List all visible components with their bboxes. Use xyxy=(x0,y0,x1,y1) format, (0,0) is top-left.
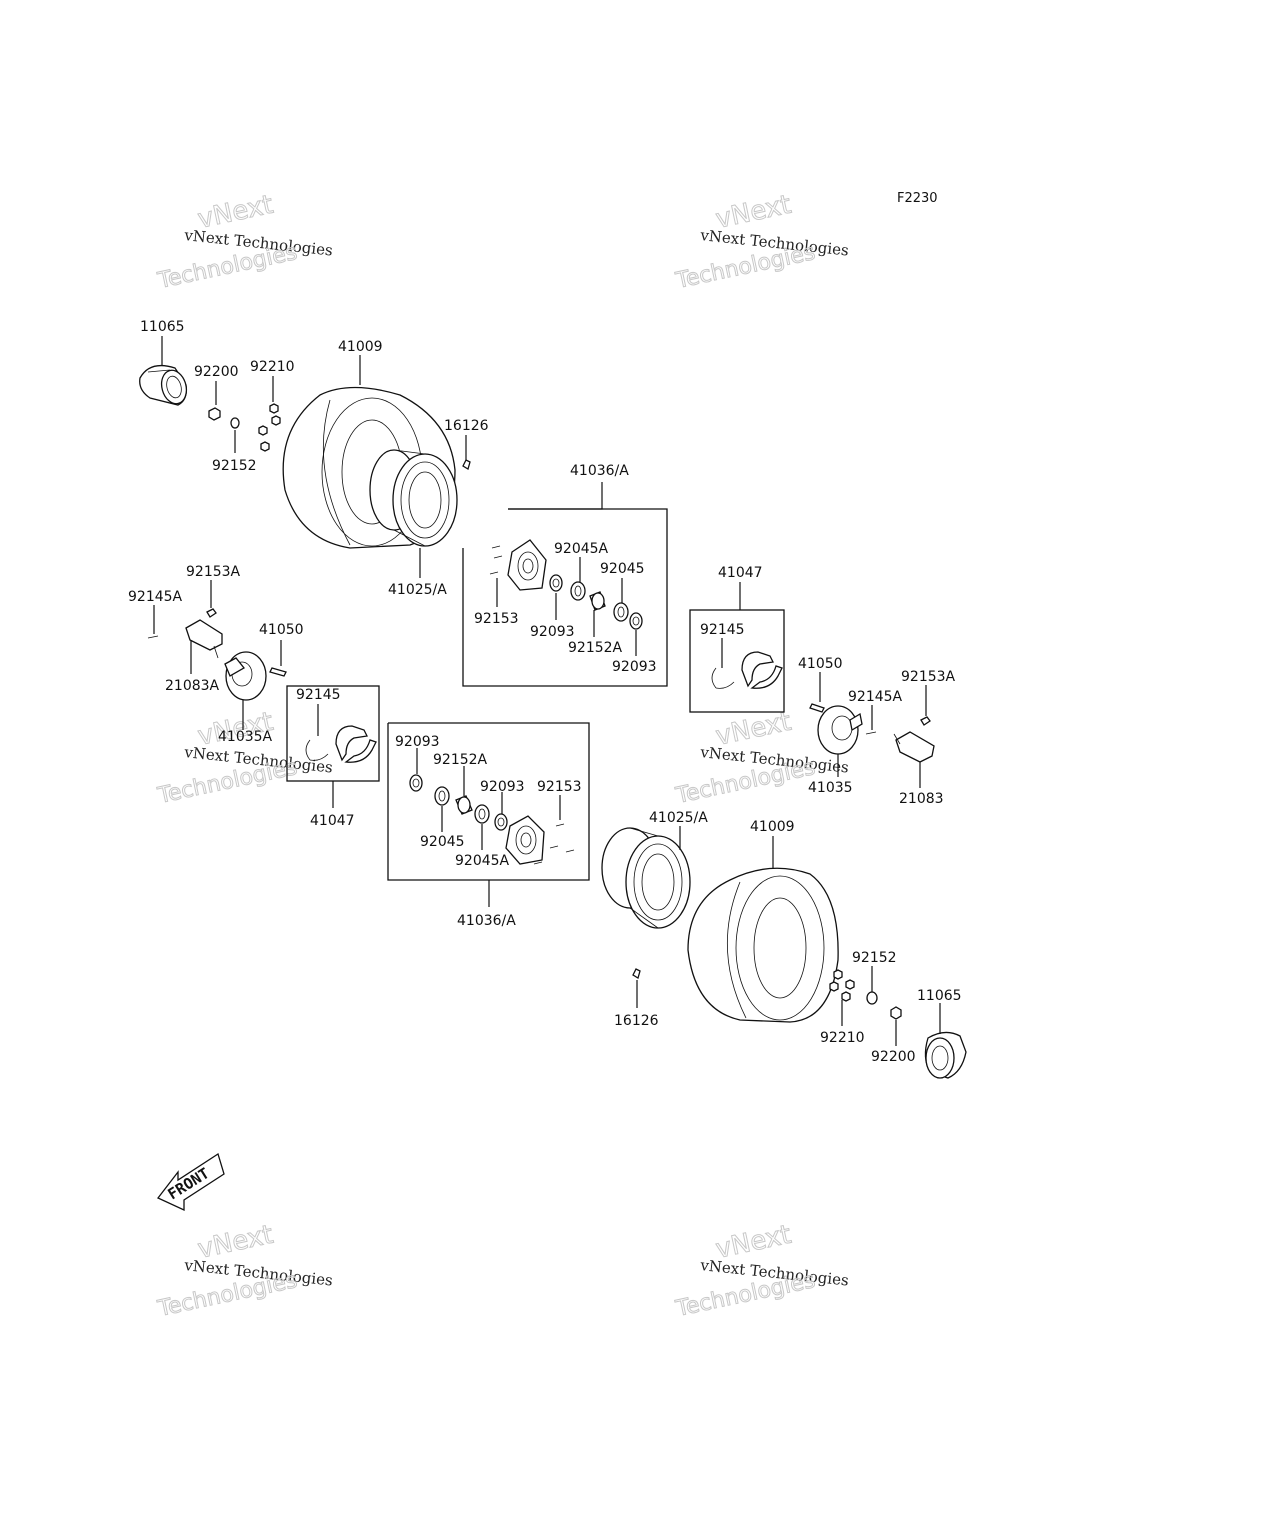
brake-shoes-right xyxy=(711,651,783,689)
label-92093-b2: 92093 xyxy=(480,779,525,795)
watermark-top-left: vNext vNext Technologies Technologies xyxy=(155,189,334,294)
pin-92145A-right xyxy=(865,731,877,735)
seal-92093-b2 xyxy=(494,813,508,831)
label-41025-top: 41025/A xyxy=(388,582,447,598)
label-21083A: 21083A xyxy=(165,678,220,694)
hub-41036-bottom xyxy=(505,815,545,865)
label-92153-top: 92153 xyxy=(474,611,519,627)
label-11065-bottom: 11065 xyxy=(917,988,962,1004)
label-41036-top: 41036/A xyxy=(570,463,629,479)
label-41047-right: 41047 xyxy=(718,565,763,581)
label-92152A-top: 92152A xyxy=(568,640,623,656)
label-92093-top1: 92093 xyxy=(530,624,575,640)
label-41050-left: 41050 xyxy=(259,622,304,638)
bearing-92045-top xyxy=(613,602,629,622)
washer-92152-top xyxy=(230,417,240,429)
spacer-92152A-top xyxy=(589,591,606,611)
label-92152-top: 92152 xyxy=(212,458,257,474)
nut-92200-top xyxy=(208,407,221,421)
label-92145-left: 92145 xyxy=(296,687,341,703)
label-92045-top: 92045 xyxy=(600,561,645,577)
label-92145-right: 92145 xyxy=(700,622,745,638)
bolt-92153A-left xyxy=(206,608,217,618)
pin-92145A-left xyxy=(147,635,159,639)
nuts-92210-bottom xyxy=(829,969,855,1002)
label-92093-b1: 92093 xyxy=(395,734,440,750)
label-11065-top: 11065 xyxy=(140,319,185,335)
hub-cap-11065-bottom xyxy=(924,1031,967,1079)
label-92210-bottom: 92210 xyxy=(820,1030,865,1046)
label-41036-bottom: 41036/A xyxy=(457,913,516,929)
seal-92093-b1 xyxy=(409,774,423,792)
kit-box-41036-bottom xyxy=(387,722,590,881)
label-92200-bottom: 92200 xyxy=(871,1049,916,1065)
watermark-bottom-right: vNext vNext Technologies Technologies xyxy=(673,1219,850,1322)
hub-41036-top xyxy=(507,539,547,591)
label-41035: 41035 xyxy=(808,780,853,796)
tire-41009-bottom xyxy=(687,867,839,1023)
label-92093-top2: 92093 xyxy=(612,659,657,675)
label-41009-top: 41009 xyxy=(338,339,383,355)
washer-92152-bottom xyxy=(866,991,878,1005)
kit-box-41036-top xyxy=(462,508,668,687)
valve-16126-top xyxy=(462,459,471,470)
label-92200-top: 92200 xyxy=(194,364,239,380)
hub-cap-11065-top xyxy=(139,364,188,406)
watermark-bottom-left: vNext vNext Technologies Technologies xyxy=(155,1219,334,1322)
label-92145A-left: 92145A xyxy=(128,589,183,605)
bearing-92045A-top xyxy=(570,581,586,601)
brake-shoes-left xyxy=(305,725,377,763)
seal-92093-top1 xyxy=(549,574,563,592)
label-92152A-b: 92152A xyxy=(433,752,488,768)
label-41050-right: 41050 xyxy=(798,656,843,672)
label-21083: 21083 xyxy=(899,791,944,807)
kit-box-41047-right xyxy=(689,609,785,713)
label-92145A-right: 92145A xyxy=(848,689,903,705)
diagram-code: F2230 xyxy=(897,191,938,206)
cam-lever-21083 xyxy=(893,731,935,763)
label-92210-top: 92210 xyxy=(250,359,295,375)
label-92152-bottom: 92152 xyxy=(852,950,897,966)
label-92045-b: 92045 xyxy=(420,834,465,850)
label-41009-bottom: 41009 xyxy=(750,819,795,835)
bearing-92045A-b xyxy=(474,804,490,824)
front-arrow-icon: FRONT xyxy=(156,1152,225,1212)
pin-41050-right xyxy=(809,703,825,713)
watermark-top-right: vNext vNext Technologies Technologies xyxy=(673,189,850,294)
label-92153-b: 92153 xyxy=(537,779,582,795)
valve-16126-bottom xyxy=(632,968,641,979)
rim-41025-bottom xyxy=(601,827,691,929)
label-92153A-right: 92153A xyxy=(901,669,956,685)
studs-92153-b xyxy=(533,823,575,865)
nuts-92210-top xyxy=(258,403,281,452)
cam-lever-21083A xyxy=(185,619,223,659)
spacer-92152A-b xyxy=(455,795,473,815)
rim-41025-top xyxy=(369,449,458,547)
label-16126-top: 16126 xyxy=(444,418,489,434)
bearing-92045-b xyxy=(434,786,450,806)
watermark-mid-left: vNext vNext Technologies Technologies xyxy=(155,706,334,809)
label-16126-bottom: 16126 xyxy=(614,1013,659,1029)
label-41047-left: 41047 xyxy=(310,813,355,829)
label-92045A-top: 92045A xyxy=(554,541,609,557)
studs-92153-top xyxy=(489,545,503,575)
label-92153A-left: 92153A xyxy=(186,564,241,580)
label-92045A-b: 92045A xyxy=(455,853,510,869)
nut-92200-bottom xyxy=(890,1006,902,1020)
brake-panel-41035A xyxy=(224,651,267,701)
label-41025-bottom: 41025/A xyxy=(649,810,708,826)
seal-92093-top2 xyxy=(629,612,643,630)
pin-41050-left xyxy=(269,667,287,677)
label-41035A: 41035A xyxy=(218,729,273,745)
brake-panel-41035 xyxy=(817,705,863,755)
bolt-92153A-right xyxy=(920,716,931,726)
